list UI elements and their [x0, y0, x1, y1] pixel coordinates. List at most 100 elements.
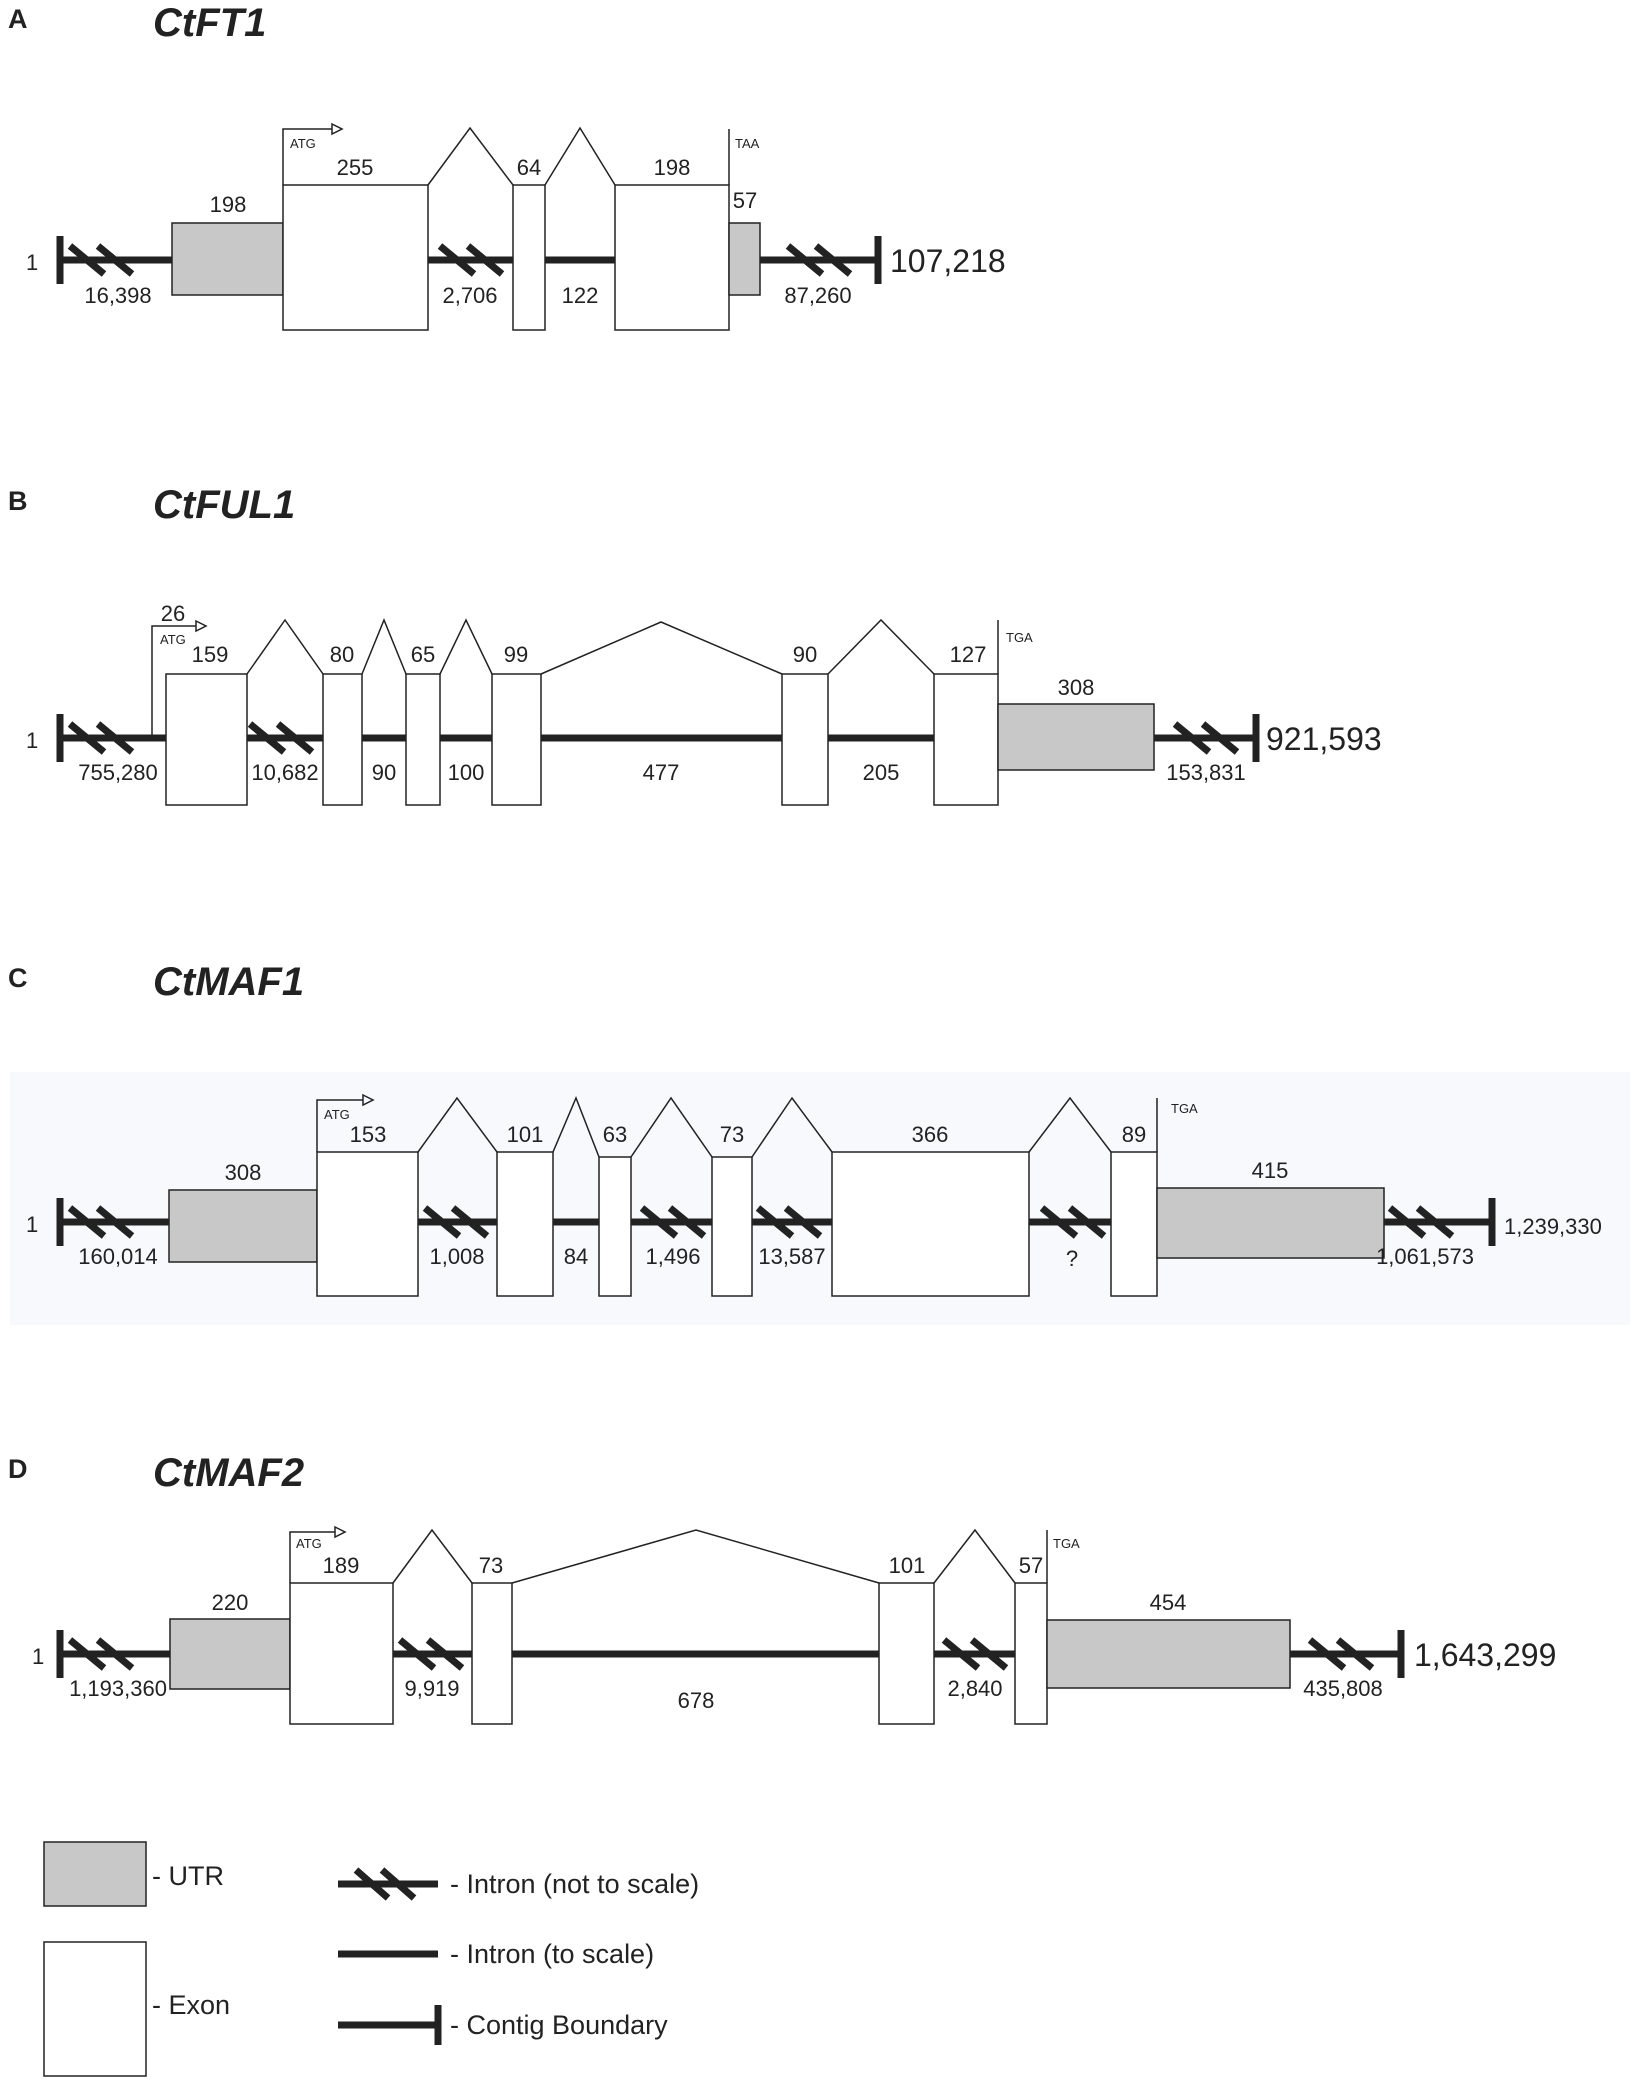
atg-arrow-icon: [151, 619, 208, 738]
exon-block: [1110, 1151, 1158, 1297]
legend-contig-boundary-label: - Contig Boundary: [450, 2010, 668, 2040]
exon-length: 90: [793, 642, 817, 667]
upstream-intron-length: 755,280: [78, 760, 158, 785]
contig-start-position: 1: [26, 728, 38, 753]
intron-length: 122: [562, 283, 599, 308]
intron-length: 9,919: [404, 1676, 459, 1701]
splice-connector: [439, 618, 493, 675]
utr-3-length: 454: [1150, 1590, 1187, 1615]
splice-connector: [417, 1096, 498, 1153]
splice-connector: [511, 1529, 880, 1584]
exon-block: [711, 1156, 753, 1297]
exon-block: [614, 184, 730, 331]
exon-length: 198: [654, 155, 691, 180]
exon-block: [598, 1156, 632, 1297]
exon-block: [491, 673, 542, 806]
stop-codon-label: TAA: [735, 136, 760, 151]
exon-length: 63: [603, 1122, 627, 1147]
downstream-intron-length: 87,260: [784, 283, 851, 308]
intron-length: 100: [448, 760, 485, 785]
legend: - UTR - Exon - Intron (not to scale) - I…: [43, 1841, 699, 2077]
splice-connector: [630, 1096, 713, 1158]
stop-codon-label: TGA: [1053, 1536, 1080, 1551]
panel-label-c: C: [8, 963, 28, 993]
atg-label: ATG: [324, 1107, 350, 1122]
intron-break-icon: [437, 243, 505, 277]
splice-connector: [552, 1096, 600, 1158]
utr-3-block: [728, 222, 761, 296]
splice-connector: [544, 126, 616, 186]
intron-break-icon: [755, 1205, 823, 1239]
utr-5-block: [168, 1189, 318, 1263]
intron-break-icon: [1307, 1637, 1375, 1671]
exon-length: 99: [504, 642, 528, 667]
panel-c: C CtMAF1: [8, 960, 1630, 1325]
intron-break-icon: [397, 1637, 465, 1671]
intron-length: 10,682: [251, 760, 318, 785]
exon-length: 255: [337, 155, 374, 180]
downstream-intron-length: 435,808: [1303, 1676, 1383, 1701]
intron-length: 2,840: [947, 1676, 1002, 1701]
intron-length: ?: [1066, 1246, 1078, 1271]
contig-end-position: 1,643,299: [1414, 1637, 1556, 1673]
gene-name-ctmaf1: CtMAF1: [153, 960, 304, 1004]
splice-connector: [540, 621, 783, 675]
intron-length: 1,496: [645, 1244, 700, 1269]
downstream-intron-length: 1,061,573: [1376, 1244, 1474, 1269]
exon-length: 64: [517, 155, 541, 180]
contig-end-position: 1,239,330: [1504, 1214, 1602, 1239]
legend-utr-label: - UTR: [152, 1861, 224, 1891]
utr-3-length: 308: [1058, 675, 1095, 700]
contig-end-position: 921,593: [1266, 721, 1382, 757]
intron-length: 2,706: [442, 283, 497, 308]
utr-5-block: [169, 1618, 291, 1690]
intron-break-icon: [941, 1637, 1009, 1671]
intron-length: 205: [863, 760, 900, 785]
exon-block: [781, 673, 829, 806]
legend-exon-swatch: [43, 1941, 147, 2077]
atg-arrow-icon: [289, 1525, 347, 1583]
utr-5-length: 220: [212, 1590, 249, 1615]
stop-codon-label: TGA: [1171, 1101, 1198, 1116]
exon-block: [933, 673, 999, 806]
intron-break-icon: [785, 243, 853, 277]
contig-end-position: 107,218: [890, 243, 1006, 279]
exon-block: [316, 1151, 419, 1297]
intron-break-icon: [1387, 1205, 1455, 1239]
exon-length: 73: [479, 1553, 503, 1578]
exon-length: 101: [507, 1122, 544, 1147]
intron-break-icon: [67, 721, 135, 755]
utr-3-length: 57: [733, 188, 757, 213]
intron-length: 477: [643, 760, 680, 785]
contig-start-position: 1: [26, 1212, 38, 1237]
contig-start-position: 1: [32, 1644, 44, 1669]
upstream-intron-length: 16,398: [84, 283, 151, 308]
exon-length: 189: [323, 1553, 360, 1578]
panel-b: B CtFUL1 26 ATG TGA: [8, 483, 1382, 806]
legend-exon-label: - Exon: [152, 1990, 230, 2020]
utr-3-block: [1156, 1187, 1385, 1259]
exon-length: 89: [1122, 1122, 1146, 1147]
exon-block: [289, 1582, 394, 1725]
exon-length: 65: [411, 642, 435, 667]
intron-break-icon: [247, 721, 315, 755]
intron-break-icon: [639, 1205, 707, 1239]
panel-a: A CtFT1 ATG TAA 198 255 64 198 57: [8, 1, 1006, 331]
utr-3-block: [997, 703, 1155, 771]
exon-length: 57: [1019, 1553, 1043, 1578]
atg-arrow-icon: [282, 122, 344, 185]
intron-length: 13,587: [758, 1244, 825, 1269]
intron-break-icon: [67, 1205, 135, 1239]
panel-label-b: B: [8, 486, 28, 516]
intron-break-icon: [67, 243, 135, 277]
panel-label-d: D: [8, 1454, 28, 1484]
intron-length: 84: [564, 1244, 588, 1269]
exon-block: [165, 673, 248, 806]
splice-connector: [933, 1528, 1016, 1584]
exon-length: 366: [912, 1122, 949, 1147]
gene-name-ctmaf2: CtMAF2: [153, 1451, 304, 1495]
exon-length: 127: [950, 642, 987, 667]
exon-length: 159: [192, 642, 229, 667]
intron-break-icon: [1172, 721, 1240, 755]
